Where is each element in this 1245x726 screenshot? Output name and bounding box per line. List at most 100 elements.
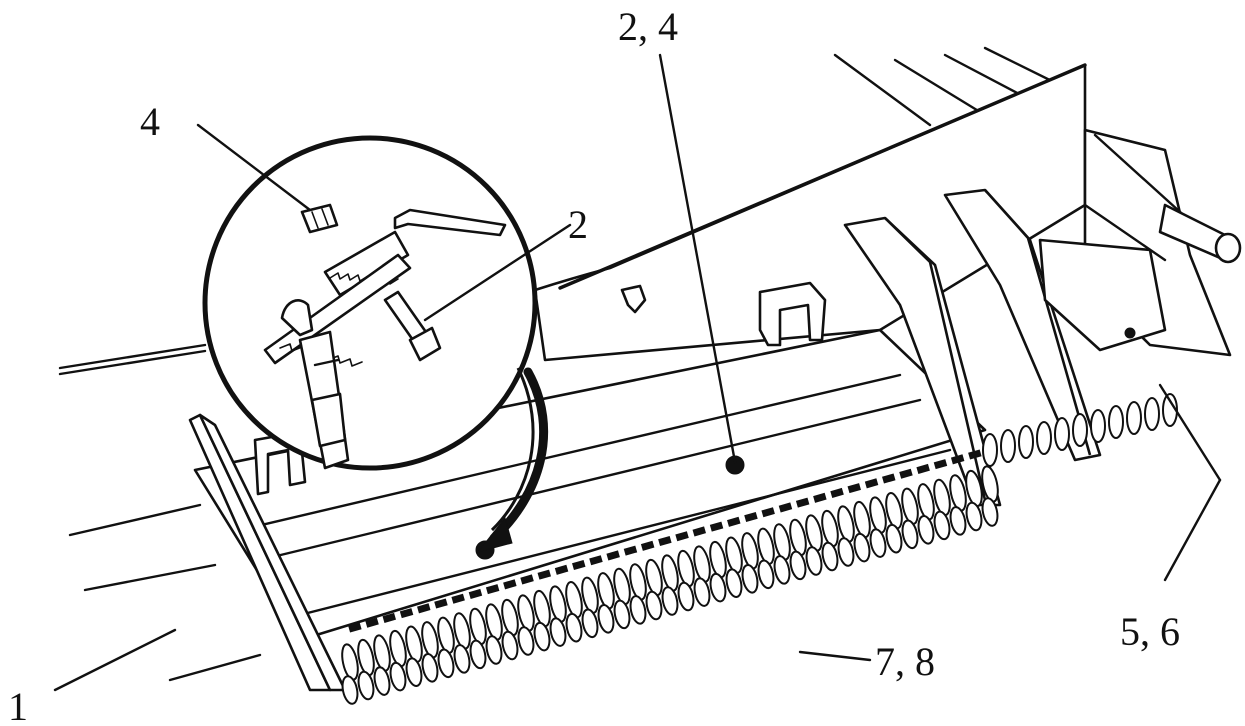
chain-tooth xyxy=(949,506,967,536)
chain-link xyxy=(899,468,913,479)
chain-link xyxy=(916,463,930,474)
chain-tooth xyxy=(469,639,487,670)
chain-link xyxy=(847,483,861,494)
chain-tooth xyxy=(805,546,823,576)
chain-link xyxy=(709,521,724,532)
chain-tooth xyxy=(1126,401,1142,435)
chain-link xyxy=(950,454,965,465)
chain-link xyxy=(830,487,844,498)
chain-link xyxy=(692,526,706,537)
chain-tooth xyxy=(821,541,839,572)
chain-tooth xyxy=(421,653,439,683)
chain-tooth xyxy=(982,433,998,467)
chain-tooth xyxy=(853,532,871,563)
chain-tooth xyxy=(549,617,567,647)
chain-tooth xyxy=(901,519,919,550)
chain-tooth xyxy=(837,537,855,567)
chain-tooth xyxy=(501,630,519,661)
chain-tooth xyxy=(373,666,391,696)
chain-tooth xyxy=(1036,421,1052,455)
chain-tooth xyxy=(917,515,935,545)
chain-tooth xyxy=(869,528,887,558)
chain-link xyxy=(382,612,396,623)
chain-link xyxy=(417,603,431,614)
chain-link xyxy=(727,516,741,527)
chain-link xyxy=(520,574,534,585)
chain-link xyxy=(503,579,517,590)
cutter-chain xyxy=(341,393,1178,705)
chain-link xyxy=(485,584,500,595)
chain-tooth xyxy=(1054,417,1070,451)
chain-tooth xyxy=(1144,397,1160,431)
chain-tooth xyxy=(389,661,407,692)
detail-magnifier xyxy=(202,135,538,471)
chain-tooth xyxy=(661,586,679,616)
chain-tooth xyxy=(565,612,583,643)
frame-lines xyxy=(58,46,1072,682)
chain-tooth xyxy=(677,581,695,612)
chain-tooth xyxy=(629,595,647,625)
chain-tooth xyxy=(1108,405,1124,439)
chain-tooth xyxy=(613,599,631,630)
chain-tooth xyxy=(1072,413,1088,447)
chain-link xyxy=(537,569,551,580)
chain-link xyxy=(968,449,982,460)
chain-links xyxy=(348,449,982,633)
chain-tooth xyxy=(1018,425,1034,459)
chain-link xyxy=(365,617,379,628)
chain-link xyxy=(882,473,896,484)
chain-link xyxy=(348,622,362,633)
chain-link xyxy=(933,459,948,470)
chain-link xyxy=(451,593,465,604)
chain-tooth xyxy=(533,621,551,652)
chain-tooth xyxy=(789,550,807,581)
chain-tooth xyxy=(453,644,471,674)
chain-tooth xyxy=(885,523,903,554)
chain-tooth xyxy=(693,577,711,607)
label-part-2: 2 xyxy=(568,202,588,247)
chain-tooth xyxy=(709,572,727,603)
chain-tooth xyxy=(725,568,743,598)
chain-tooth xyxy=(645,590,663,621)
chain-tooth xyxy=(773,555,791,585)
chain-link xyxy=(778,502,793,513)
chain-link xyxy=(554,564,569,575)
chain-tooth xyxy=(517,626,535,656)
chain-link xyxy=(640,540,655,551)
chain-tooth xyxy=(965,501,983,532)
curved-arrow-icon xyxy=(476,367,549,553)
label-part-5-6: 5, 6 xyxy=(1120,609,1180,654)
chain-tooth xyxy=(405,657,423,687)
chain-link xyxy=(813,492,827,503)
label-part-7-8: 7, 8 xyxy=(875,639,935,684)
chain-link xyxy=(589,555,603,566)
label-part-1: 1 xyxy=(8,684,28,726)
chain-link xyxy=(864,478,879,489)
chain-tooth xyxy=(757,559,775,590)
chain-link xyxy=(744,512,758,523)
label-part-2-4: 2, 4 xyxy=(618,4,678,49)
chain-link xyxy=(761,507,775,518)
chain-link xyxy=(399,608,414,619)
chain-tooth xyxy=(357,670,375,701)
chain-tooth xyxy=(1090,409,1106,443)
chain-tooth xyxy=(741,564,759,594)
dividers xyxy=(843,188,1167,507)
chain-tooth xyxy=(981,497,999,527)
chain-tooth xyxy=(1000,429,1016,463)
label-part-4: 4 xyxy=(140,99,160,144)
leader-lines xyxy=(53,53,1222,692)
chain-tooth xyxy=(597,604,615,634)
chain-link xyxy=(675,531,689,542)
chain-tooth xyxy=(581,608,599,639)
chain-tooth xyxy=(437,648,455,679)
chain-link xyxy=(434,598,448,609)
chain-tooth xyxy=(341,675,359,705)
chain-tooth xyxy=(933,510,951,541)
chain-link xyxy=(623,545,638,556)
chain-link xyxy=(658,536,672,547)
chain-link xyxy=(468,588,483,599)
chain-tooth xyxy=(485,635,503,665)
chain-link xyxy=(606,550,620,561)
